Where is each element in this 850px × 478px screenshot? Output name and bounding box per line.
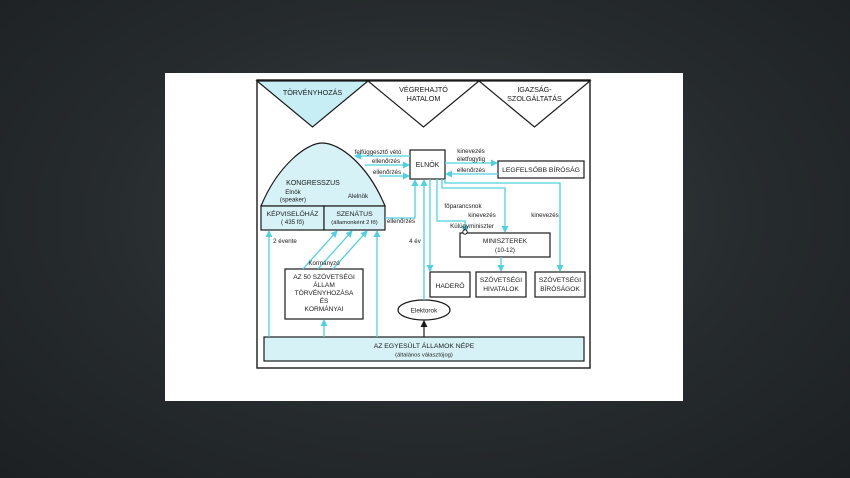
foreign-minister-label: Külügyminiszter <box>450 223 494 230</box>
house-box <box>260 205 325 231</box>
ministries-box <box>459 232 551 258</box>
outer-frame <box>256 79 591 369</box>
appoint-label-3: kinevezés <box>531 212 559 219</box>
courts-label-1: SZÖVETSÉGI <box>539 275 581 284</box>
congress-title: KONGRESSZUS <box>286 180 340 187</box>
electors-label: Elektorok <box>411 308 438 315</box>
judicial-label-2: SZOLGÁLTATÁS <box>507 94 562 103</box>
us-government-diagram: TÖRVÉNYHOZÁS VÉGREHAJTÓ HATALOM IGAZSÁG-… <box>255 79 592 369</box>
slide: TÖRVÉNYHOZÁS VÉGREHAJTÓ HATALOM IGAZSÁG-… <box>165 73 683 401</box>
people-box <box>263 336 585 362</box>
congress: KONGRESSZUS Elnök (speaker) Alelnök KÉPV… <box>260 142 386 231</box>
senate-label-2: (államonként 2 fő) <box>331 220 377 226</box>
courts-label-2: BÍRÓSÁGOK <box>540 284 580 293</box>
appoint-life-label: életfogytig <box>457 156 486 163</box>
branches-banner: TÖRVÉNYHOZÁS VÉGREHAJTÓ HATALOM IGAZSÁG-… <box>255 80 592 128</box>
legislative-label: TÖRVÉNYHOZÁS <box>283 88 343 97</box>
states-line-3: TÖRVÉNYHOZÁSA <box>295 288 354 297</box>
executive-triangle <box>366 80 481 128</box>
veto-label: felfüggesztő vétó <box>355 149 402 156</box>
people-label-1: AZ EGYESÜLT ÁLLAMOK NÉPE <box>374 341 475 350</box>
appoint-label-2: kinevezés <box>468 212 496 219</box>
courts-box <box>534 271 586 298</box>
two-years-label: 2 évente <box>273 238 297 245</box>
control-label-2: ellenőrzés <box>373 169 401 176</box>
vice-label: Alelnök <box>348 193 369 200</box>
agencies-box <box>475 271 527 298</box>
states-line-5: KORMÁNYAI <box>304 304 343 313</box>
judicial-label-1: IGAZSÁG- <box>517 85 552 94</box>
appoint-label-1: kinevezés <box>457 148 485 155</box>
army-label: HADERŐ <box>435 281 464 290</box>
executive-label-2: HATALOM <box>407 94 441 103</box>
ministries-label-2: (10-12) <box>495 247 515 254</box>
states-line-4: ÉS <box>320 296 329 305</box>
commander-label: főparancsnok <box>444 203 482 210</box>
agencies-label-1: SZÖVETSÉGI <box>480 275 522 284</box>
army-box <box>429 271 471 298</box>
governor-label: Kormányzó <box>308 260 340 267</box>
supreme-court-label: LEGFELSŐBB BÍRÓSÁG <box>502 165 580 174</box>
states-line-1: AZ 50 SZÖVETSÉGI <box>293 272 355 281</box>
states-line-2: ÁLLAM <box>313 280 335 289</box>
congress-dome <box>260 142 386 207</box>
speaker-label-2: (speaker) <box>280 197 306 204</box>
four-years-label: 4 év <box>409 238 422 245</box>
judicial-triangle <box>477 80 592 128</box>
legislative-triangle <box>255 80 370 128</box>
people-label-2: (általános választójog) <box>395 353 453 359</box>
president-label: ELNÖK <box>416 161 440 169</box>
executive-label-1: VÉGREHAJTÓ <box>399 85 448 94</box>
ministries-label-1: MINISZTEREK <box>483 238 528 245</box>
control-label-4: ellenőrzés <box>457 167 485 174</box>
senate-box <box>323 205 386 231</box>
supreme-court-box <box>497 160 585 179</box>
house-label-2: ( 435 fő) <box>281 219 304 226</box>
speaker-label-1: Elnök <box>285 189 301 196</box>
control-label-3: ellenőrzés <box>387 218 415 225</box>
agencies-label-2: HIVATALOK <box>483 286 519 293</box>
senate-label-1: SZENÁTUS <box>336 209 373 218</box>
president-box <box>409 149 446 180</box>
house-label-1: KÉPVISELŐHÁZ <box>267 209 319 218</box>
connectors <box>265 152 564 337</box>
control-label-1: ellenőrzés <box>372 158 400 165</box>
